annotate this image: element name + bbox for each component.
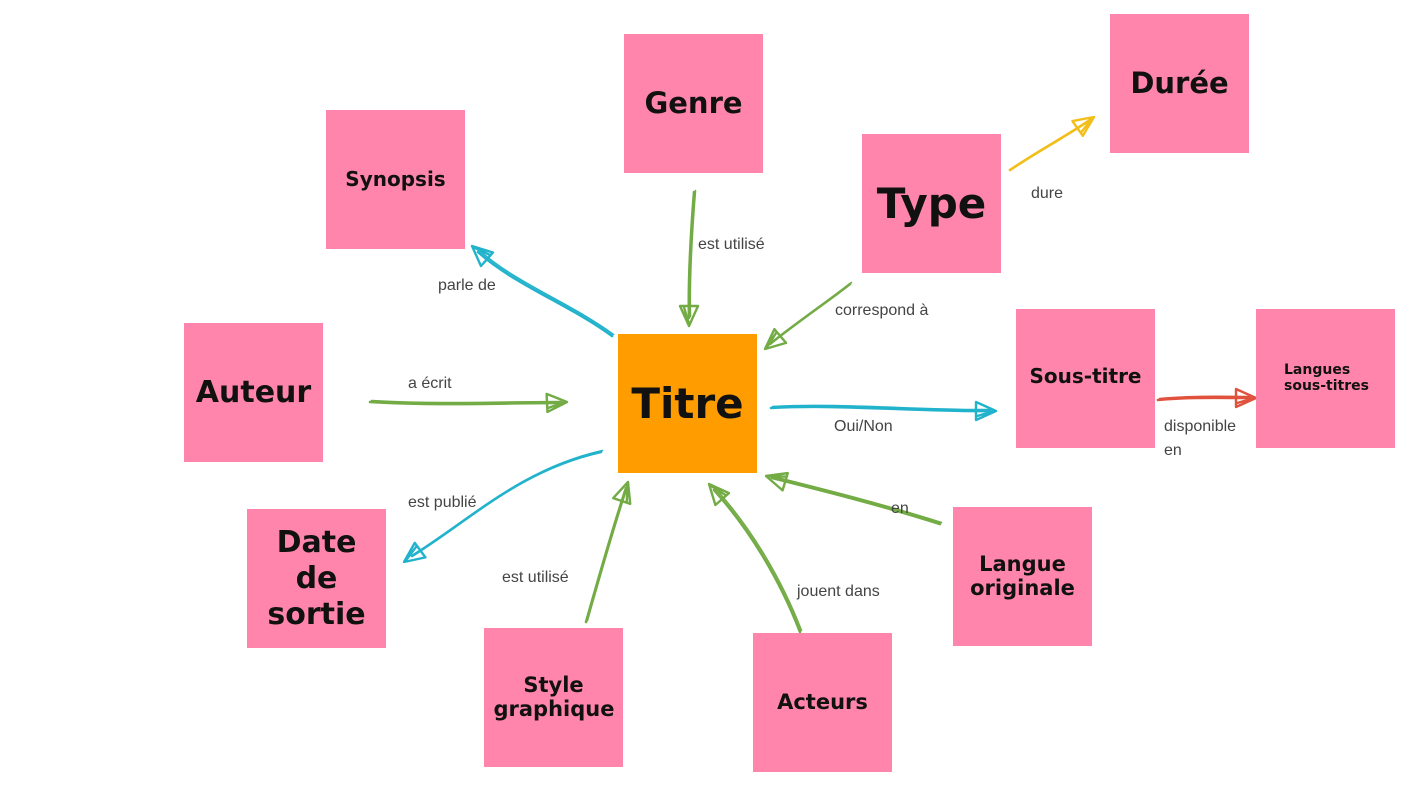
arrow-style-to-titre [584, 480, 632, 624]
arrow-titre-to-synopsis-head [470, 244, 495, 268]
node-acteurs[interactable]: Acteurs [753, 633, 892, 772]
arrow-type-to-titre-head [763, 327, 788, 351]
edge-label-parle-de: parle de [438, 277, 496, 294]
node-langues-sous-titres[interactable]: Langues sous-titres [1256, 309, 1395, 448]
node-acteurs-label: Acteurs [777, 689, 868, 714]
arrow-type-to-titre [763, 281, 853, 351]
node-langue-originale[interactable]: Langue originale [953, 507, 1092, 646]
arrow-type-to-duree [1008, 115, 1096, 172]
node-date-de-sortie-label: Date de sortie [267, 524, 366, 632]
arrow-sous-titre-to-langues [1156, 387, 1258, 409]
node-duree[interactable]: Durée [1110, 14, 1249, 153]
edge-label-est-publie: est publié [408, 494, 477, 511]
edge-label-a-ecrit: a écrit [408, 375, 452, 392]
edge-label-est-utilise-style: est utilisé [502, 569, 569, 586]
edge-label-est-utilise-genre: est utilisé [698, 236, 765, 253]
arrow-genre-to-titre-head [678, 304, 700, 328]
node-sous-titre[interactable]: Sous-titre [1016, 309, 1155, 448]
edge-label-en: en [891, 500, 909, 517]
node-sous-titre-label: Sous-titre [1029, 364, 1142, 388]
node-style-graphique[interactable]: Style graphique [484, 628, 623, 767]
node-genre[interactable]: Genre [624, 34, 763, 173]
arrow-sous-titre-to-langues-head [1234, 387, 1258, 409]
edge-label-disponible-en: disponible en [1164, 415, 1236, 463]
arrow-acteurs-to-titre-head [707, 482, 731, 507]
arrow-genre-to-titre [678, 189, 700, 328]
arrow-titre-to-synopsis [470, 244, 615, 338]
arrow-titre-to-sous-titre [769, 400, 998, 422]
node-type[interactable]: Type [862, 134, 1001, 273]
node-titre-label: Titre [631, 378, 744, 428]
arrow-titre-to-date-sortie [402, 449, 604, 564]
node-langues-sous-titres-label: Langues sous-titres [1284, 361, 1369, 394]
arrow-langue-to-titre [764, 471, 943, 526]
node-style-graphique-label: Style graphique [493, 672, 615, 721]
arrow-type-to-duree-head [1071, 115, 1096, 138]
arrow-auteur-to-titre [368, 392, 569, 414]
edge-label-disponible-line1: disponible [1164, 418, 1237, 435]
arrow-titre-to-sous-titre-head [974, 400, 998, 422]
edge-label-oui-non: Oui/Non [834, 418, 893, 435]
edge-label-jouent-dans: jouent dans [797, 583, 880, 600]
edge-label-disponible-line2: en [1164, 442, 1182, 459]
node-langue-originale-label: Langue originale [970, 551, 1075, 600]
node-date-de-sortie[interactable]: Date de sortie [247, 509, 386, 648]
node-auteur-label: Auteur [195, 374, 312, 410]
node-titre[interactable]: Titre [618, 334, 757, 473]
arrow-auteur-to-titre-head [545, 392, 569, 414]
node-genre-label: Genre [644, 86, 743, 121]
arrow-titre-to-date-sortie-head [402, 541, 427, 564]
arrow-style-to-titre-head [611, 480, 632, 506]
edge-label-correspond-a: correspond à [835, 302, 929, 319]
node-synopsis-label: Synopsis [345, 167, 446, 192]
node-auteur[interactable]: Auteur [184, 323, 323, 462]
node-synopsis[interactable]: Synopsis [326, 110, 465, 249]
node-duree-label: Durée [1130, 66, 1229, 101]
edge-label-dure: dure [1031, 185, 1064, 202]
arrow-acteurs-to-titre [707, 482, 803, 634]
arrow-langue-to-titre-head [764, 471, 789, 492]
node-type-label: Type [876, 178, 987, 228]
